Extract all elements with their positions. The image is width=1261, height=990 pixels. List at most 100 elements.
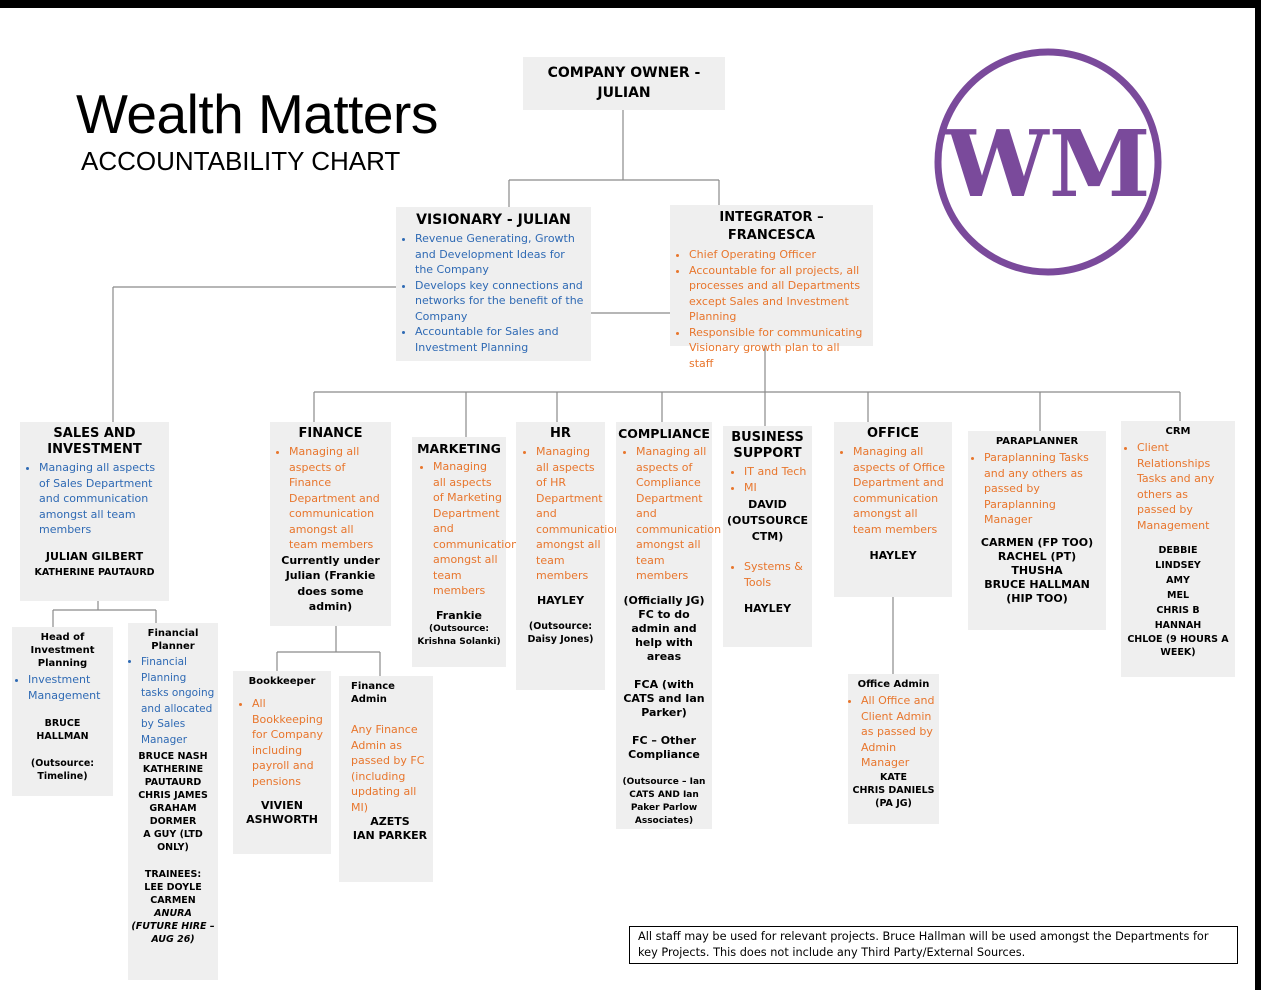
business-bullet: MI (744, 480, 809, 496)
sales-investment-box: SALES AND INVESTMENT Managing all aspect… (20, 422, 169, 601)
fin-planner-person: KATHERINE PAUTAURD (142, 764, 204, 788)
finance-admin-text: Any Finance Admin as passed by FC (inclu… (351, 723, 425, 814)
compliance-bullet: Managing all aspects of Compliance Depar… (636, 444, 721, 584)
paraplanner-bullet: Paraplanning Tasks and any others as pas… (984, 450, 1100, 528)
compliance-title: COMPLIANCE (618, 426, 710, 441)
trainees-label: TRAINEES: (144, 869, 202, 880)
visionary-bullet: Accountable for Sales and Investment Pla… (415, 324, 585, 355)
sales-bullet: Managing all aspects of Sales Department… (39, 460, 163, 538)
integrator-bullet: Accountable for all projects, all proces… (689, 263, 867, 325)
marketing-person: Frankie (435, 608, 483, 622)
integrator-bullet: Responsible for communicating Visionary … (689, 325, 867, 372)
paraplanner-person: CARMEN (FP TOO) (980, 535, 1094, 549)
office-admin-person: CHRIS DANIELS (PA JG) (852, 784, 935, 809)
visionary-box: VISIONARY - JULIAN Revenue Generating, G… (396, 207, 591, 361)
sales-person: KATHERINE PAUTAURD (34, 566, 155, 578)
business-person: HAYLEY (743, 602, 792, 615)
chart-title: Wealth Matters (76, 83, 438, 145)
owner-title-line2: JULIAN (597, 85, 651, 101)
bookkeeper-title: Bookkeeper (248, 676, 316, 687)
fin-planner-bullet: Financial Planning tasks ongoing and all… (141, 655, 215, 748)
crm-person: MEL (1167, 590, 1189, 601)
hr-box: HR Managing all aspects of HR Department… (516, 422, 621, 690)
finance-title: FINANCE (298, 426, 363, 441)
compliance-note: (Officially JG) FC to do admin and help … (623, 593, 705, 663)
office-admin-title: Office Admin (857, 679, 930, 690)
paraplanner-person: BRUCE HALLMAN (HIP TOO) (984, 577, 1090, 605)
right-border (1255, 0, 1261, 990)
crm-title: CRM (1165, 426, 1191, 437)
head-inv-title: Head of Investment Planning (30, 632, 95, 669)
sales-person: JULIAN GILBERT (45, 549, 144, 563)
office-admin-box: Office Admin All Office and Client Admin… (848, 674, 939, 824)
trainee-person: LEE DOYLE (144, 882, 202, 893)
finance-admin-person: IAN PARKER (352, 829, 428, 842)
head-inv-person: BRUCE HALLMAN (36, 718, 89, 742)
hr-outsource: (Outsource: Daisy Jones) (527, 620, 594, 645)
hr-person: HAYLEY (536, 593, 585, 607)
footer-note: All staff may be used for relevant proje… (629, 926, 1238, 964)
paraplanner-box: PARAPLANNER Paraplanning Tasks and any o… (968, 431, 1106, 630)
visionary-bullet: Revenue Generating, Growth and Developme… (415, 231, 585, 278)
integrator-bullet: Chief Operating Officer (689, 247, 867, 263)
paraplanner-title: PARAPLANNER (995, 436, 1079, 447)
compliance-note: FC – Other Compliance (628, 733, 700, 761)
crm-box: CRM Client Relationships Tasks and any o… (1121, 421, 1235, 677)
compliance-note: FCA (with CATS and Ian Parker) (623, 677, 705, 719)
compliance-outsource: (Outsource – Ian CATS AND Ian Paker Parl… (622, 776, 706, 826)
finance-admin-person: AZETS (370, 815, 410, 828)
finance-box: FINANCE Managing all aspects of Finance … (270, 422, 391, 626)
visionary-bullet: Develops key connections and networks fo… (415, 278, 585, 325)
business-person: DAVID (OUTSOURCE CTM) (726, 498, 809, 543)
compliance-box: COMPLIANCE Managing all aspects of Compl… (616, 422, 721, 829)
marketing-bullet: Managing all aspects of Marketing Depart… (433, 459, 518, 599)
head-inv-outsource: (Outsource: Timeline) (30, 758, 95, 782)
finance-bullet: Managing all aspects of Finance Departme… (289, 444, 385, 553)
business-support-box: BUSINESS SUPPORT IT and Tech MI DAVID (O… (723, 426, 812, 647)
integrator-title: INTEGRATOR – FRANCESCA (719, 210, 824, 243)
marketing-outsource: (Outsource: Krishna Solanki) (417, 623, 501, 647)
wm-logo-icon: WM (934, 48, 1162, 276)
office-admin-person: KATE (880, 771, 907, 783)
finance-note: Currently under Julian (Frankie does som… (281, 553, 380, 614)
marketing-box: MARKETING Managing all aspects of Market… (412, 437, 518, 667)
future-hire: ANURA (FUTURE HIRE – AUG 26) (131, 908, 215, 945)
sales-title: SALES AND INVESTMENT (47, 426, 142, 457)
head-investment-box: Head of Investment Planning Investment M… (12, 627, 113, 796)
office-box: OFFICE Managing all aspects of Office De… (834, 422, 952, 597)
head-inv-bullet: Investment Management (28, 672, 107, 703)
crm-person: CHRIS B (1156, 605, 1200, 616)
top-border (0, 0, 1261, 8)
fin-planner-person: CHRIS JAMES (138, 790, 208, 801)
marketing-title: MARKETING (417, 441, 501, 456)
business-bullet: IT and Tech (744, 464, 809, 480)
bookkeeper-person: VIVIEN ASHWORTH (246, 799, 318, 826)
trainee-person: CARMEN (150, 895, 196, 906)
bookkeeper-bullet: All Bookkeeping for Company including pa… (252, 696, 325, 789)
fin-planner-person: BRUCE NASH (138, 751, 208, 762)
chart-subtitle: ACCOUNTABILITY CHART (81, 146, 401, 176)
office-admin-bullet: All Office and Client Admin as passed by… (861, 693, 936, 771)
office-person: HAYLEY (869, 549, 917, 562)
paraplanner-person: RACHEL (PT) (997, 549, 1077, 563)
office-title: OFFICE (866, 426, 920, 441)
financial-planner-box: Financial Planner Financial Planning tas… (128, 623, 218, 980)
finance-admin-title: Finance Admin (351, 681, 395, 705)
logo-lettering: WM (944, 110, 1150, 218)
crm-person: HANNAH (1154, 620, 1202, 631)
crm-person: DEBBIE (1158, 545, 1198, 556)
visionary-title: VISIONARY - JULIAN (416, 212, 571, 228)
business-title: BUSINESS SUPPORT (731, 430, 804, 461)
bookkeeper-box: Bookkeeper All Bookkeeping for Company i… (233, 671, 331, 854)
fin-planner-person: A GUY (LTD ONLY) (143, 829, 203, 853)
crm-bullet: Client Relationships Tasks and any other… (1137, 440, 1229, 533)
hr-bullet: Managing all aspects of HR Department an… (536, 444, 621, 584)
hr-title: HR (550, 426, 571, 441)
integrator-box: INTEGRATOR – FRANCESCA Chief Operating O… (670, 205, 873, 370)
company-owner-box: COMPANY OWNER - JULIAN (523, 57, 725, 110)
crm-person: AMY (1166, 575, 1190, 586)
crm-person: CHLOE (9 HOURS A WEEK) (1127, 634, 1229, 658)
office-bullet: Managing all aspects of Office Departmen… (853, 444, 946, 537)
crm-person: LINDSEY (1155, 560, 1201, 571)
owner-title-line1: COMPANY OWNER - (547, 65, 701, 81)
